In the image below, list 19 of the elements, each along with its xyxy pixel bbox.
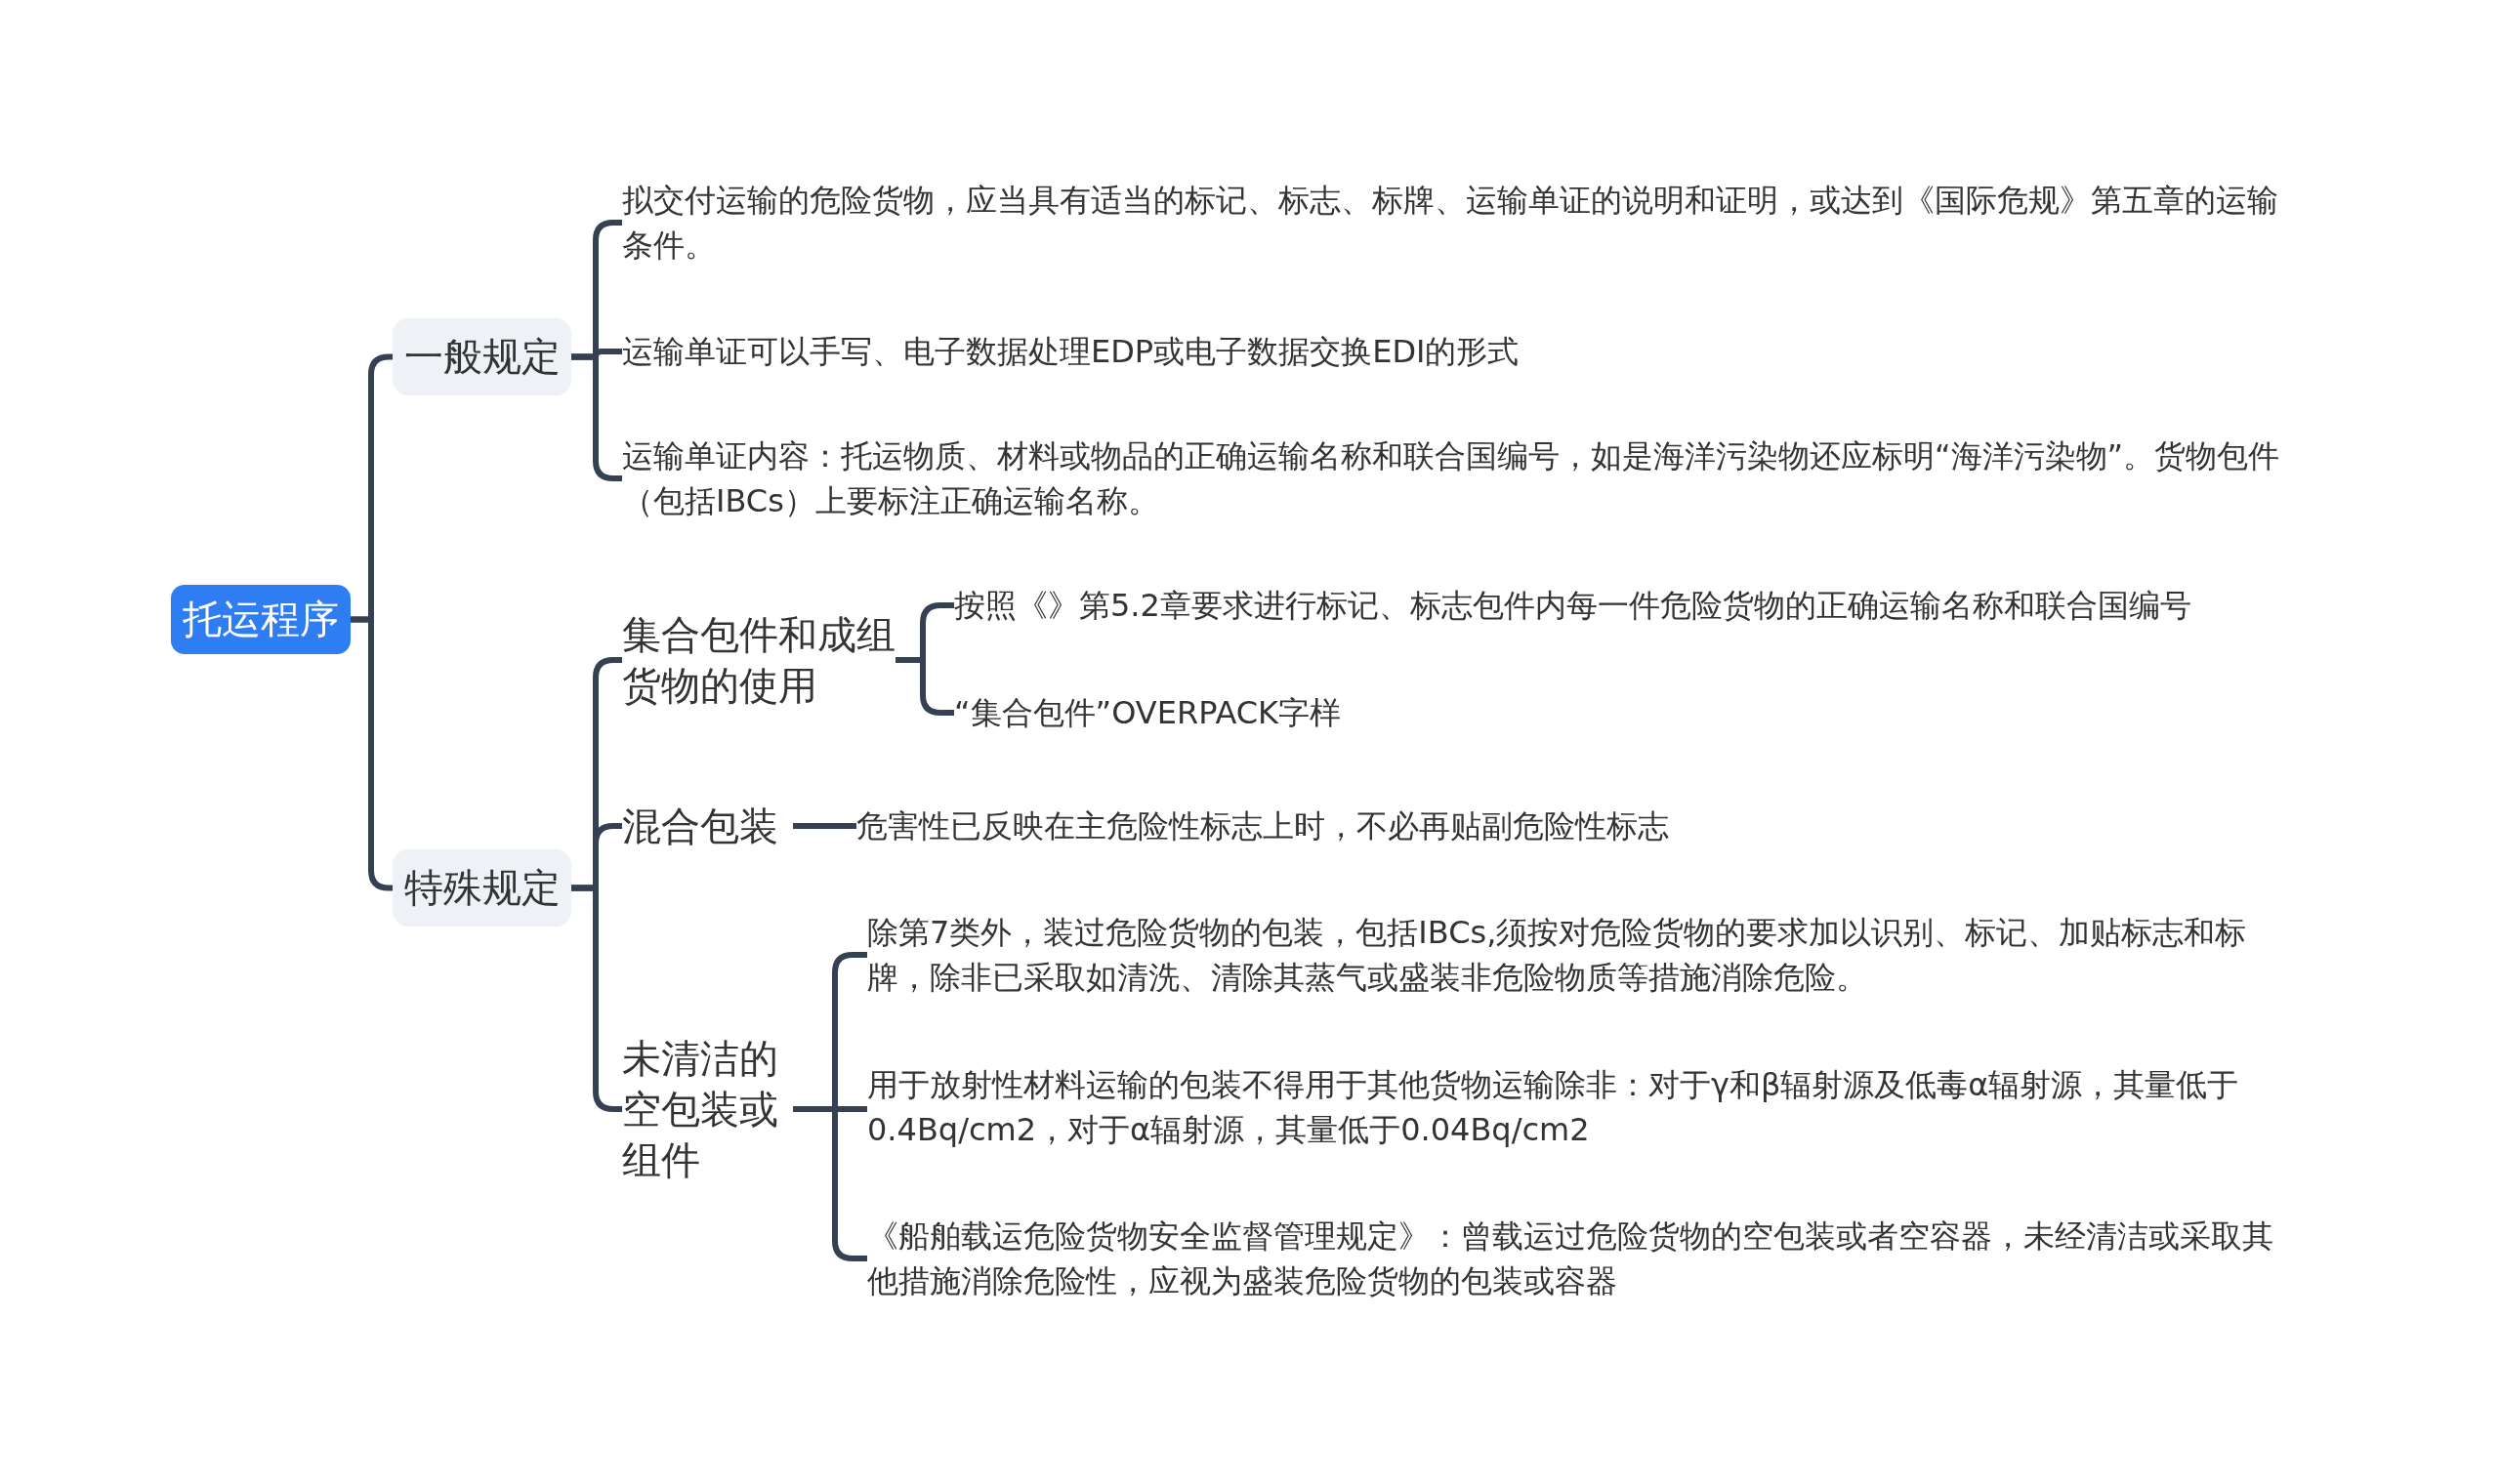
detail-text: 运输单证可以手写、电子数据处理EDP或电子数据交换EDI的形式 (622, 329, 2302, 374)
detail-text: 《船舶载运危险货物安全监督管理规定》：曾载运过危险货物的空包装或者空容器，未经清洁或采取其他措施消除危险性，应视为盛装危险货物的包装或容器 (867, 1214, 2283, 1303)
detail-text: 除第7类外，装过危险货物的包装，包括IBCs,须按对危险货物的要求加以识别、标记、加贴标志和标牌，除非已采取如清洗、清除其蒸气或盛装非危险物质等措施消除危险。 (867, 910, 2283, 1000)
detail-text: 危害性已反映在主危险性标志上时，不必再贴副危险性标志 (856, 804, 2028, 848)
subtopic-text: 未清洁的空包装或组件 (622, 1033, 793, 1185)
main-topic: 一般规定 (393, 318, 571, 395)
connector-line (793, 1106, 867, 1261)
connector-line (896, 657, 954, 716)
detail-text: 按照《》第5.2章要求进行标记、标志包件内每一件危险货物的正确运输名称和联合国编号 (954, 583, 2341, 628)
detail-text: 运输单证内容：托运物质、材料或物品的正确运输名称和联合国编号，如是海洋污染物还应标明“海洋污染物”。货物包件（包括IBCs）上要标注正确运输名称。 (622, 433, 2321, 523)
subtopic-text: 集合包件和成组货物的使用 (622, 609, 896, 711)
detail-text: 用于放射性材料运输的包装不得用于其他货物运输除非：对于γ和β辐射源及低毒α辐射源，其量低于0.4Bq/cm2，对于α辐射源，其量低于0.04Bq/cm2 (867, 1062, 2283, 1152)
subtopic-text: 混合包装 (622, 801, 793, 851)
root-topic: 托运程序 (171, 585, 351, 654)
connector-line (793, 823, 856, 829)
main-topic: 特殊规定 (393, 849, 571, 927)
detail-text: “集合包件”OVERPACK字样 (954, 690, 1735, 735)
detail-text: 拟交付运输的危险货物，应当具有适当的标记、标志、标牌、运输单证的说明和证明，或达到《国际危规》第五章的运输条件。 (622, 178, 2302, 268)
connector-line (351, 616, 393, 891)
